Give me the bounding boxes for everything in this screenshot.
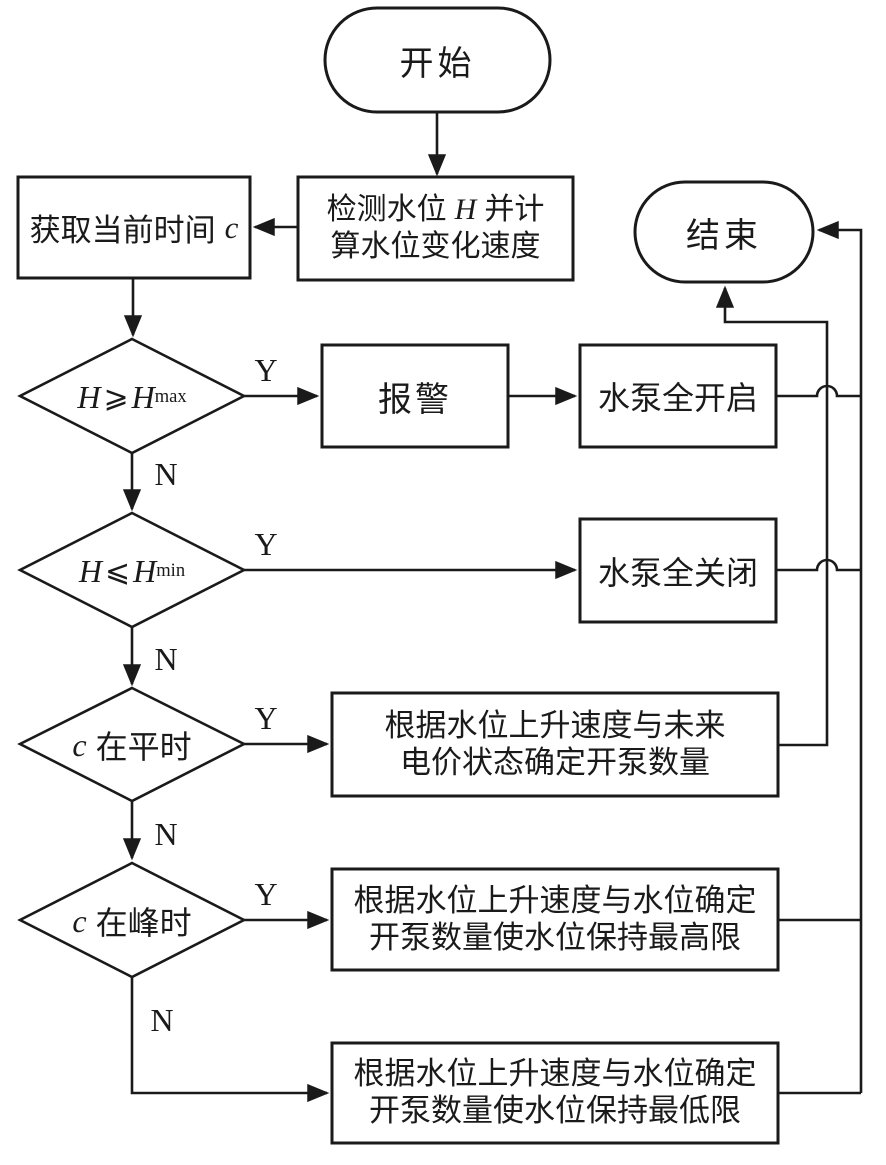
offpeak-action-box: 根据水位上升速度与未来 电价状态确定开泵数量 bbox=[332, 693, 778, 796]
pumps-all-on-label: 水泵全开启 bbox=[597, 380, 758, 416]
edge-d4-valley-no bbox=[130, 977, 330, 1103]
detect-line1-pre: 检测水位 bbox=[326, 192, 447, 226]
edge-offpeak-end bbox=[715, 285, 829, 747]
hmax-subscript: max bbox=[154, 385, 187, 407]
pumps-off-shape bbox=[578, 517, 778, 624]
detect-line2: 算水位变化速度 bbox=[330, 229, 541, 263]
get-time-var-c: c bbox=[224, 209, 239, 245]
pumps-all-off-box: 水泵全关闭 bbox=[580, 519, 776, 622]
hmin-lhs: H bbox=[78, 552, 102, 589]
label-no-peak: N bbox=[150, 1001, 174, 1038]
valley-action-line1: 根据水位上升速度与水位确定 bbox=[353, 1056, 757, 1092]
end-label: 结束 bbox=[686, 217, 762, 255]
label-no-offpeak: N bbox=[154, 815, 178, 852]
peak-action-line1: 根据水位上升速度与水位确定 bbox=[353, 882, 757, 918]
start-node: 开始 bbox=[325, 8, 550, 112]
peak-text: 在峰时 bbox=[95, 905, 192, 941]
hmax-rhs: H bbox=[131, 378, 155, 415]
edge-pumpson-rail bbox=[776, 384, 861, 398]
edge-pumpsoff-rail bbox=[776, 558, 861, 572]
detect-var-H: H bbox=[454, 192, 477, 226]
end-node: 结束 bbox=[635, 182, 813, 282]
peak-action-line2: 开泵数量使水位保持最高限 bbox=[369, 919, 741, 955]
alarm-box: 报警 bbox=[322, 345, 508, 447]
edge-rail-end bbox=[816, 220, 863, 1093]
hmin-subscript: min bbox=[156, 559, 186, 581]
valley-action-box: 根据水位上升速度与水位确定 开泵数量使水位保持最低限 bbox=[332, 1043, 778, 1143]
hmax-lhs: H bbox=[77, 378, 101, 415]
pumps-all-on-box: 水泵全开启 bbox=[580, 345, 776, 447]
gte-operator: ⩾ bbox=[103, 379, 129, 415]
label-yes-hmin: Y bbox=[254, 525, 278, 562]
detect-line1-post: 并计 bbox=[484, 192, 545, 226]
valley-shape bbox=[330, 1041, 780, 1145]
offpeak-shape bbox=[330, 691, 780, 798]
connector-layer bbox=[122, 112, 863, 1103]
shapes-layer bbox=[16, 6, 815, 1145]
end-shape bbox=[633, 180, 815, 284]
detect-shape bbox=[296, 175, 575, 282]
offpeak-text: 在平时 bbox=[95, 729, 192, 765]
label-yes-peak: Y bbox=[254, 875, 278, 912]
peak-var-c: c bbox=[72, 902, 87, 939]
label-no-hmax: N bbox=[154, 455, 178, 492]
offpeak-action-line2: 电价状态确定开泵数量 bbox=[400, 744, 710, 780]
pumps-all-off-label: 水泵全关闭 bbox=[597, 554, 758, 591]
peak-action-box: 根据水位上升速度与水位确定 开泵数量使水位保持最高限 bbox=[332, 869, 778, 970]
offpeak-var-c: c bbox=[72, 726, 87, 763]
lte-operator: ⩽ bbox=[105, 553, 131, 589]
label-yes-offpeak: Y bbox=[254, 699, 278, 736]
get-time-shape bbox=[16, 175, 252, 280]
offpeak-action-line1: 根据水位上升速度与未来 bbox=[384, 707, 726, 743]
pumps-on-shape bbox=[578, 343, 778, 449]
alarm-label: 报警 bbox=[378, 381, 452, 419]
hmin-rhs: H bbox=[133, 552, 157, 589]
valley-action-line2: 开泵数量使水位保持最低限 bbox=[369, 1093, 741, 1128]
label-yes-hmax: Y bbox=[254, 351, 278, 388]
label-no-hmin: N bbox=[154, 640, 178, 677]
get-time-text: 获取当前时间 bbox=[29, 213, 216, 248]
start-label: 开始 bbox=[399, 45, 476, 83]
peak-shape bbox=[330, 867, 780, 972]
